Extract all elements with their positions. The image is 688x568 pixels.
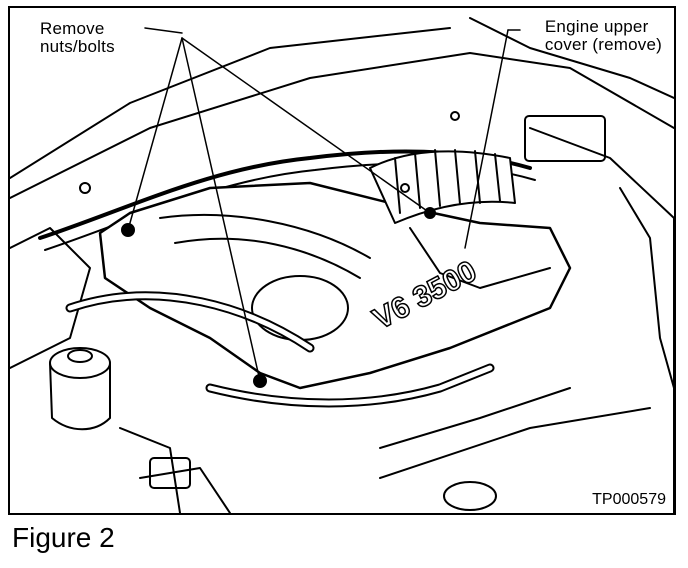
leader-to-rear-bolt: [181, 37, 431, 214]
intake-duct: [369, 150, 516, 224]
engine-cover-line2: cover (remove): [544, 35, 662, 54]
engine-bay-illustration: V6 3500: [10, 17, 674, 513]
hood-edge: [10, 27, 451, 179]
remove-nuts-bolts-line2: nuts/bolts: [40, 37, 115, 56]
figure-caption: Figure 2: [12, 522, 115, 553]
windshield-line: [469, 17, 674, 99]
leader-to-cover: [464, 29, 509, 249]
fuse-box: [524, 115, 606, 162]
remove-nuts-bolts-line1: Remove: [40, 19, 105, 38]
radiator-cap: [443, 481, 497, 511]
engine-cover-line1: Engine upper: [544, 17, 649, 36]
figure-code: TP000579: [592, 491, 666, 508]
engine-diagram-frame: V6 3500 Remove nuts/bolts Engine upper c…: [8, 6, 676, 515]
leader-to-left-bolt: [127, 37, 183, 231]
remove-nuts-bolts-callout: Remove nuts/bolts: [40, 20, 115, 56]
right-fender: [529, 127, 674, 513]
left-fender: [10, 227, 91, 369]
engine-cover-callout: Engine upper cover (remove): [545, 18, 662, 54]
firewall: [10, 52, 674, 199]
leader-to-front-bolt: [181, 37, 261, 382]
